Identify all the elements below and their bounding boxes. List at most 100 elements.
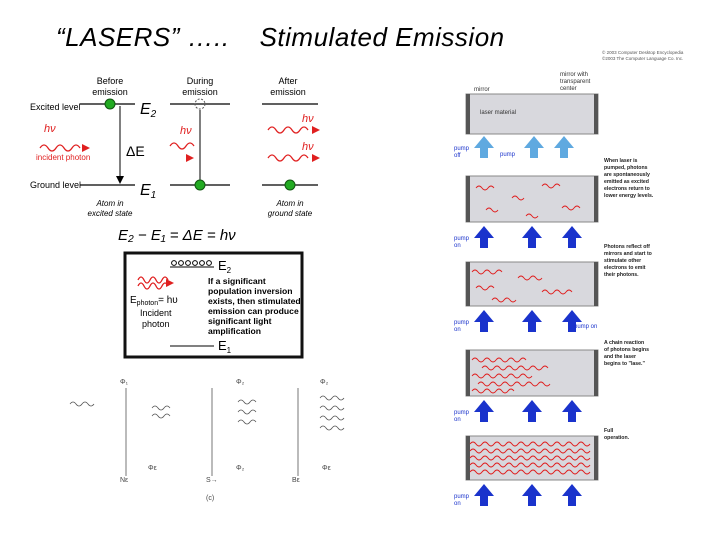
svg-text:are spontaneously: are spontaneously (604, 172, 650, 178)
svg-text:emitted as excited: emitted as excited (604, 179, 649, 185)
cavity-stage-1: laser material pump off pump (454, 93, 599, 159)
pump-arrows-stage-2 (474, 226, 582, 248)
incident-photon-wavepacket (137, 276, 169, 290)
sketch-note: (c) (206, 495, 214, 502)
atom-excited-caption-2: excited state (88, 209, 133, 218)
svg-text:their photons.: their photons. (604, 272, 639, 278)
atom-ground-during (194, 179, 206, 191)
svg-text:pumped, photons: pumped, photons (604, 165, 648, 171)
svg-text:When laser is: When laser is (604, 158, 638, 164)
svg-text:amplification: amplification (208, 326, 261, 336)
emitted-photon-wave (169, 142, 195, 150)
svg-text:If a significant: If a significant (208, 276, 266, 286)
mirror-transparent-label-1: mirror with (560, 72, 588, 78)
pump-on-label-stage-3c: pump on (574, 324, 597, 330)
pump-on-label-stage-3b: on (454, 327, 461, 333)
sketch-bottom-label-2: Φ₂ (236, 465, 245, 472)
stimulated-emission-sketch: Φ₁ Φ₂ Φ₂ Φε Φ₂ Φε Nε S→ Bε (c) (69, 379, 345, 502)
pump-arrows-stage-1 (474, 136, 574, 158)
e2-label: E2 (140, 101, 157, 120)
sketch-wave-6 (237, 419, 257, 425)
sketch-wave-5 (237, 409, 257, 415)
svg-text:Photons reflect off: Photons reflect off (604, 244, 650, 250)
after-photon-arrowhead-1 (312, 126, 320, 134)
pump-label: pump (500, 152, 516, 158)
pump-arrows-stage-5 (474, 484, 582, 506)
sketch-wave-10 (319, 425, 345, 431)
inversion-e1-label: E1 (218, 338, 232, 355)
sketch-bottom-label-1: Φε (148, 465, 157, 472)
stage-note-1: When laser is pumped, photons are sponta… (604, 158, 654, 199)
svg-text:and the laser: and the laser (604, 354, 636, 360)
hv-incident-label: hν (44, 123, 56, 135)
incident-photon-arrowhead (82, 144, 90, 152)
pump-on-label-stage-5a: pump (454, 494, 470, 500)
laser-cavity-panel: © 2003 Computer Desktop Encyclopedia ©20… (452, 48, 714, 510)
pump-off-label-2: off (454, 153, 461, 159)
after-photon-wave-2 (267, 154, 309, 162)
after-photon-wave-1 (267, 126, 309, 134)
pump-arrows-stage-4 (474, 400, 582, 422)
pump-off-label-1: pump (454, 146, 470, 152)
delta-e-label: ΔE (126, 143, 145, 159)
svg-text:lower energy levels.: lower energy levels. (604, 193, 654, 199)
col-during-label-1: During (187, 76, 214, 86)
atom-ground-after (284, 179, 296, 191)
ephoton-label: Ephoton= hυ (130, 295, 178, 307)
sketch-wave-1 (69, 401, 95, 407)
e1-label: E1 (140, 182, 156, 201)
sketch-bottom-label-3: Φε (322, 465, 331, 472)
title-sub: Stimulated Emission (259, 22, 505, 52)
cavity-stage-2: pump on (454, 175, 599, 249)
energy-equation: E₂ − E₁ = ΔE = hν (118, 227, 236, 244)
svg-text:emission can produce: emission can produce (208, 306, 299, 316)
col-after-label-2: emission (270, 87, 306, 97)
col-during-label-2: emission (182, 87, 218, 97)
slide-title: “LASERS” ….. Stimulated Emission (56, 22, 505, 53)
stage-note-4: Full operation. (604, 428, 630, 441)
title-main: “LASERS” ….. (56, 22, 230, 52)
delta-e-arrowhead (116, 176, 124, 184)
incident-photon-label: incident photon (36, 153, 90, 162)
col-before-label-1: Before (97, 76, 124, 86)
sketch-top-label-2: Φ₂ (236, 379, 245, 386)
pump-on-label-stage-5b: on (454, 501, 461, 507)
pump-on-label-stage-2a: pump (454, 236, 470, 242)
pump-on-label-stage-4b: on (454, 417, 461, 423)
incident-label-1: Incident (140, 308, 172, 318)
stage-note-3: A chain reaction of photons begins and t… (604, 340, 649, 367)
excited-atoms-row (171, 260, 212, 266)
emitted-photon-arrowhead (186, 154, 194, 162)
credit-line-2: ©2003 The Computer Language Co. Inc. (602, 55, 683, 61)
sketch-wave-9 (319, 415, 345, 421)
atom-excited-caption-1: Atom in (95, 199, 124, 208)
svg-text:exists, then stimulated: exists, then stimulated (208, 296, 301, 306)
cavity-stage-4: pump on (454, 349, 599, 423)
hv-after-label-1: hν (302, 113, 314, 125)
credit-line-1: © 2003 Computer Desktop Encyclopedia (602, 49, 684, 55)
stage-note-2: Photons reflect off mirrors and start to… (604, 244, 652, 278)
mirror-transparent-label-3: center (560, 86, 577, 92)
incident-photon-wave (39, 144, 81, 152)
mirror-label: mirror (474, 87, 490, 93)
cavity-stage-3: pump on pump on (454, 261, 599, 333)
wavepacket-arrowhead (166, 279, 174, 287)
sketch-top-label-1: Φ₁ (120, 379, 129, 386)
sketch-wave-8 (319, 405, 345, 411)
sketch-wave-7 (319, 395, 345, 401)
sketch-top-label-3: Φ₂ (320, 379, 329, 386)
pump-arrows-stage-3 (474, 310, 582, 332)
pump-on-label-stage-4a: pump (454, 410, 470, 416)
laser-cavity-figure: © 2003 Computer Desktop Encyclopedia ©20… (454, 49, 684, 507)
hv-after-label-2: hν (302, 141, 314, 153)
sketch-side-mark-1: Nε (120, 477, 128, 484)
inversion-box-frame (123, 251, 304, 359)
after-photon-arrowhead-2 (312, 154, 320, 162)
sketch-side-mark-2: S→ (206, 477, 218, 484)
cavity-stage-5: pump on (454, 435, 599, 507)
svg-text:begins to "lase.": begins to "lase." (604, 361, 645, 367)
sketch-wave-3 (151, 413, 171, 419)
incident-label-2: photon (142, 319, 170, 329)
atom-excited-before (104, 98, 116, 110)
hv-during-label: hν (180, 125, 192, 137)
